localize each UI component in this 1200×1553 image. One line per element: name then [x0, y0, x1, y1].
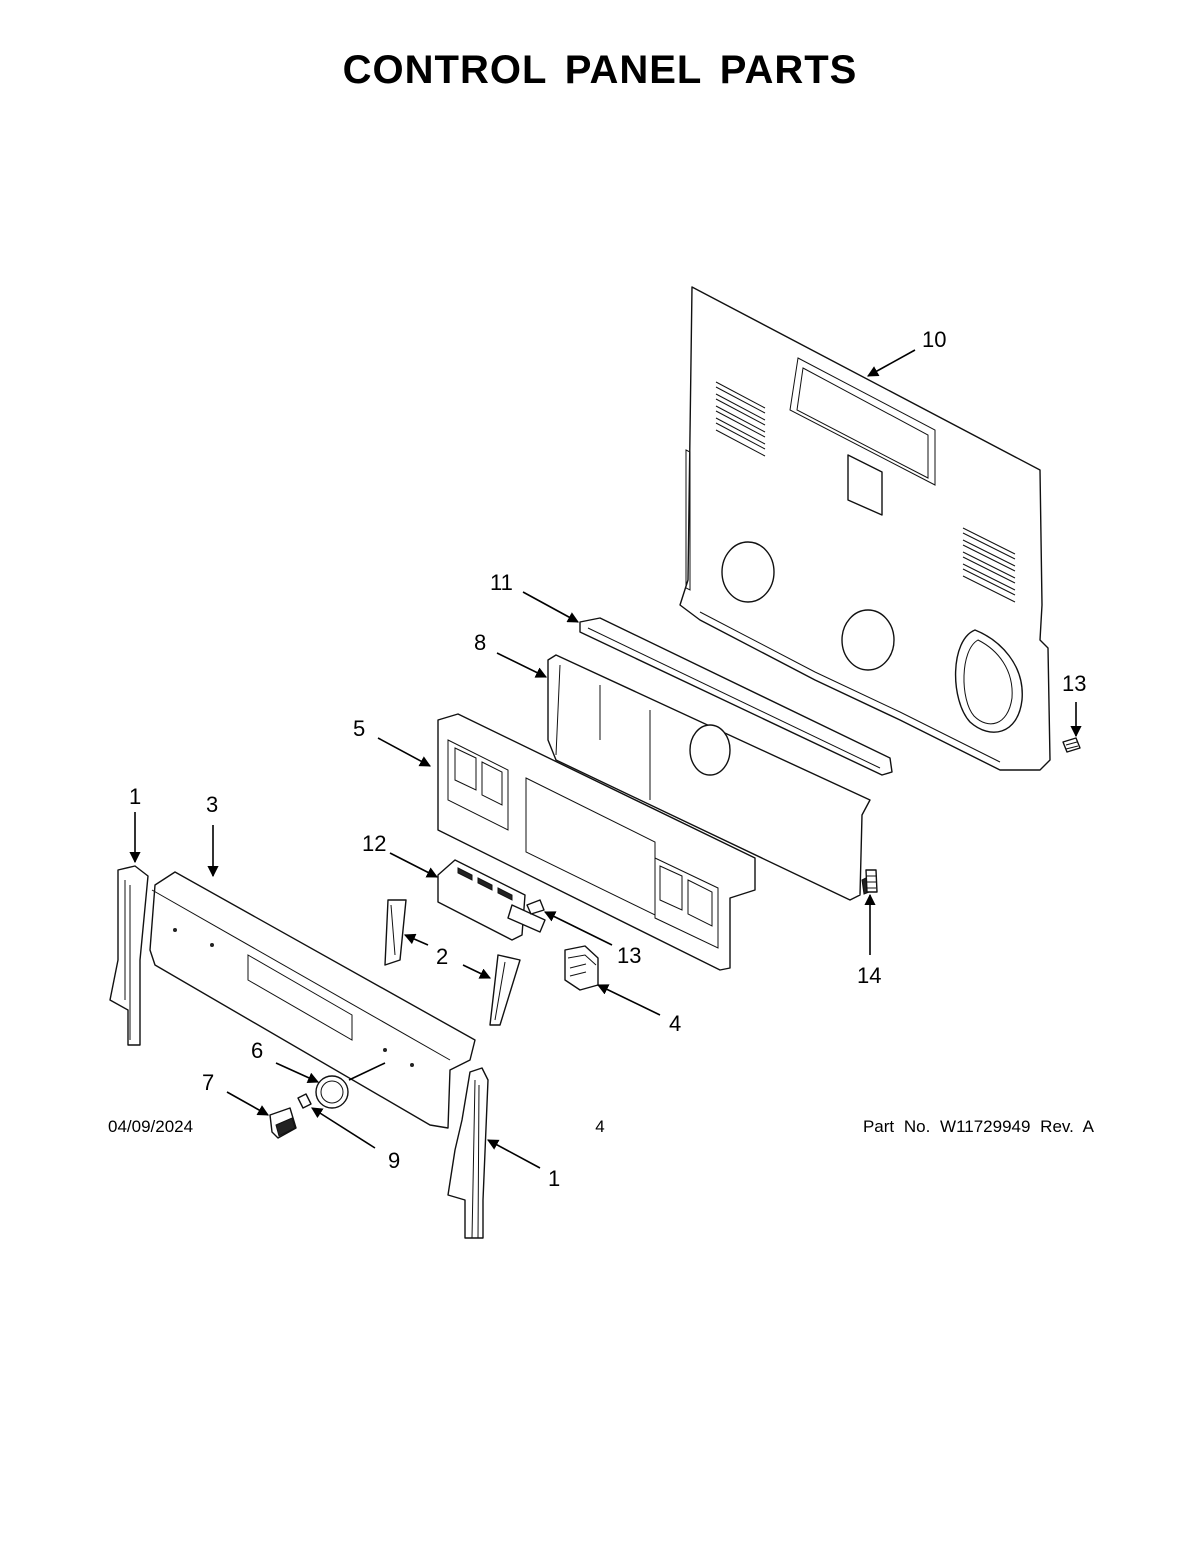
bracket-part-2-a [384, 899, 407, 966]
callout-13-middle: 13 [617, 943, 641, 968]
callout-1-left: 1 [129, 784, 141, 809]
callout-12: 12 [362, 831, 386, 856]
callout-13-right: 13 [1062, 671, 1086, 696]
control-frame-part-5 [437, 713, 756, 971]
leader-lines [129, 349, 1082, 1169]
callout-4: 4 [669, 1011, 681, 1036]
knob-part-7 [269, 1107, 297, 1139]
dial-part-6 [315, 1075, 349, 1109]
screw-part-14 [865, 869, 878, 893]
control-board-part-12 [437, 859, 546, 941]
callout-5: 5 [353, 716, 365, 741]
callout-8: 8 [474, 630, 486, 655]
callout-labels: 10 11 8 13 5 1 3 12 2 13 14 4 6 7 9 1 [129, 327, 1086, 1191]
callout-6: 6 [251, 1038, 263, 1063]
footer-page-number: 4 [595, 1117, 605, 1136]
screw-part-13-middle [526, 899, 545, 915]
callout-11: 11 [490, 570, 513, 595]
end-cap-part-1-left [109, 865, 149, 1046]
rear-shield-part-10 [679, 286, 1051, 771]
footer-part-number: Part No. W11729949 Rev. A [862, 1117, 1094, 1136]
callout-14: 14 [857, 963, 881, 988]
spring-part-9 [297, 1093, 312, 1109]
page-title: CONTROL PANEL PARTS [342, 48, 858, 92]
control-panel-part-3 [149, 871, 476, 1129]
footer-date: 04/09/2024 [108, 1117, 194, 1136]
callout-9: 9 [388, 1148, 400, 1173]
callout-2: 2 [436, 944, 448, 969]
callout-7: 7 [202, 1070, 214, 1095]
callout-3: 3 [206, 792, 218, 817]
bracket-part-2-b [489, 954, 521, 1026]
callout-10: 10 [922, 327, 946, 352]
vent-slots-left [715, 381, 766, 457]
screw-part-13-right [1062, 737, 1081, 753]
vent-slots-right [962, 527, 1016, 603]
switch-part-4 [564, 945, 599, 991]
end-cap-part-1-right [447, 1067, 489, 1239]
callout-1-right: 1 [548, 1166, 560, 1191]
bracket-part-11 [579, 617, 893, 776]
